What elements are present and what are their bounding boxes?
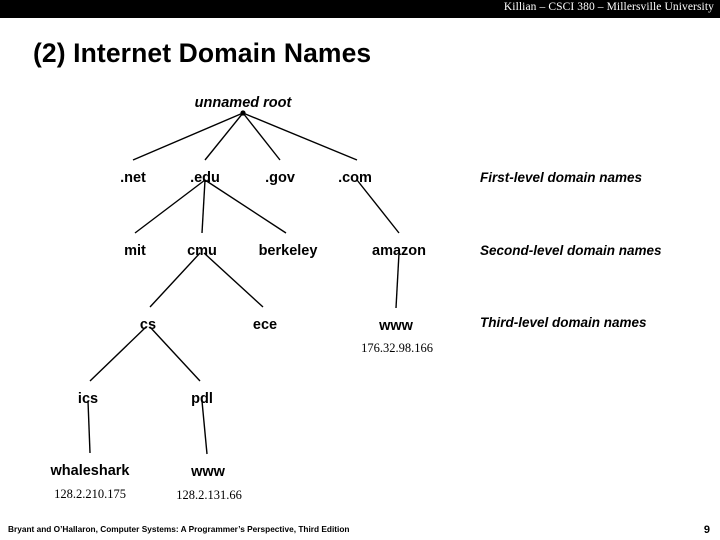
tree-node-edu: .edu <box>190 170 220 186</box>
page-title: (2) Internet Domain Names <box>33 38 372 68</box>
ip-address-whaleshark: 128.2.210.175 <box>54 487 126 501</box>
header-band <box>0 0 720 18</box>
page-number: 9 <box>703 524 710 536</box>
tree-node-com: .com <box>338 170 372 186</box>
tree-node-ece: ece <box>252 317 278 333</box>
tree-node-mit: mit <box>124 243 146 259</box>
tree-node-root: unnamed root <box>194 95 292 111</box>
level-label-first: First-level domain names <box>480 170 643 185</box>
tree-node-pdl: pdl <box>191 391 213 407</box>
tree-node-ics: ics <box>77 391 99 407</box>
level-label-third: Third-level domain names <box>480 315 647 330</box>
tree-node-cs: cs <box>139 317 157 333</box>
footer-citation: Bryant and O’Hallaron, Computer Systems:… <box>8 524 350 534</box>
ip-address-amazon: 176.32.98.166 <box>361 341 433 355</box>
tree-node-gov: .gov <box>265 170 295 186</box>
tree-node-www-pdl: www <box>191 464 225 480</box>
tree-node-www-amazon: www <box>379 318 413 334</box>
tree-node-amazon: amazon <box>372 243 426 259</box>
tree-node-berkeley: berkeley <box>258 243 318 259</box>
tree-node-net: .net <box>120 170 146 186</box>
tree-node-whaleshark: whaleshark <box>50 463 130 479</box>
level-label-second: Second-level domain names <box>480 243 662 258</box>
tree-node-cmu: cmu <box>187 243 217 259</box>
ip-address-www-pdl: 128.2.131.66 <box>176 488 242 502</box>
header-title: Killian – CSCI 380 – Millersville Univer… <box>503 1 714 13</box>
